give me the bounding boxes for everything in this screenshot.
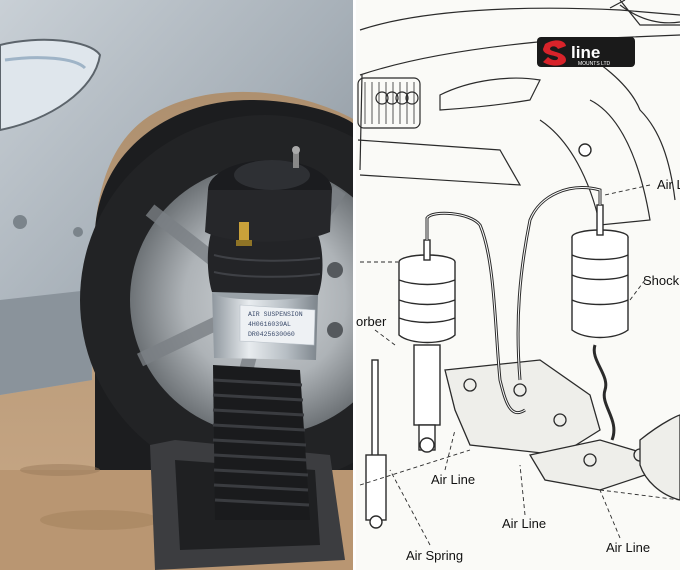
label-shock: Shock xyxy=(643,273,680,288)
photo-panel: AIR SUSPENSION 4H0616039AL DR0425630060 xyxy=(0,0,355,570)
product-label-line-2: 4H0616039AL xyxy=(248,321,291,328)
product-label-line-1: AIR SUSPENSION xyxy=(248,311,303,318)
air-strut: AIR SUSPENSION 4H0616039AL DR0425630060 xyxy=(205,146,332,520)
parking-sensor-icon xyxy=(13,215,27,229)
product-label: AIR SUSPENSION 4H0616039AL DR0425630060 xyxy=(239,304,316,346)
s-line-logo: line MOUNTS LTD xyxy=(537,37,635,67)
label-air-line-center: Air Line xyxy=(431,472,475,487)
label-air-spring: Air Spring xyxy=(406,548,463,563)
label-air-line-top: Air Li xyxy=(657,177,680,192)
diagram-panel: Air Li Shock orber Air Line Air Line Air… xyxy=(356,0,680,570)
logo-subtitle: MOUNTS LTD xyxy=(578,61,611,67)
right-strut-drawing xyxy=(571,143,629,441)
shock-absorber-drawing xyxy=(365,359,387,529)
label-air-line-bottom-right: Air Line xyxy=(606,540,650,555)
subframe-drawing xyxy=(444,359,680,501)
left-strut-drawing xyxy=(398,239,456,453)
leader-lines xyxy=(359,184,680,546)
logo-text: line xyxy=(571,43,600,62)
product-label-line-3: DR0425630060 xyxy=(248,331,295,338)
label-air-line-bottom-center: Air Line xyxy=(502,516,546,531)
label-absorber: orber xyxy=(356,314,387,329)
logo-s-mark-icon xyxy=(543,40,566,66)
